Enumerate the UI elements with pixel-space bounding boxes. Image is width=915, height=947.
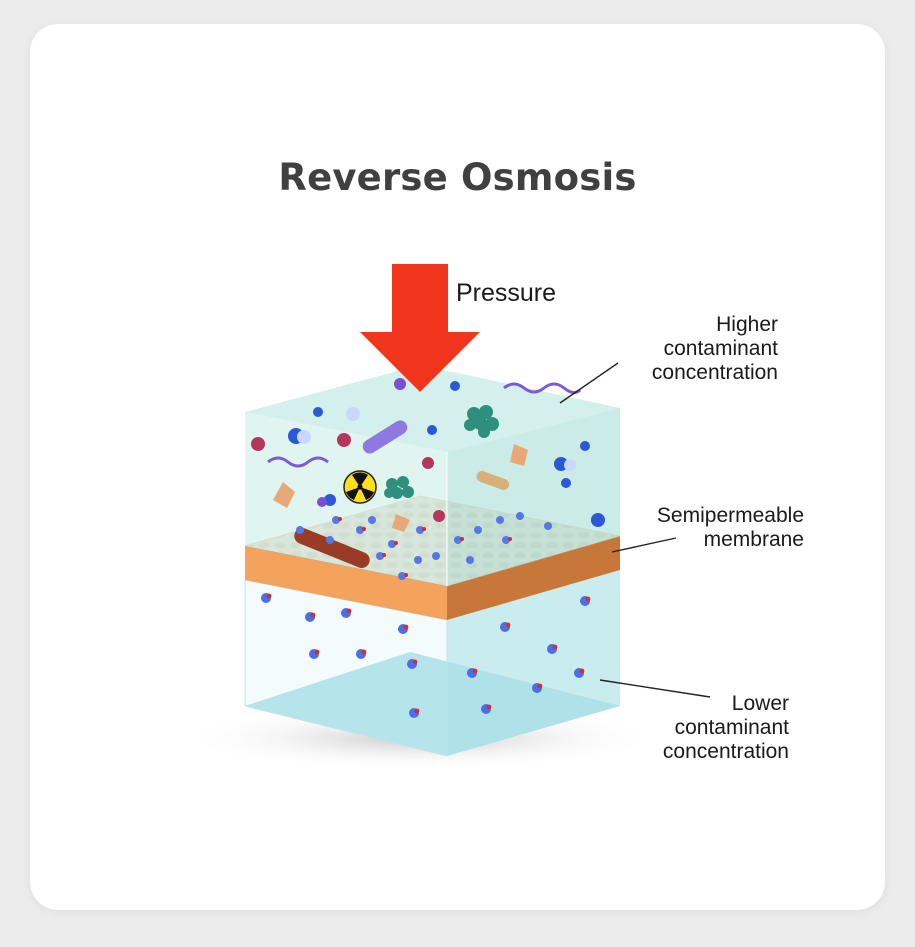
lower-line-3: concentration bbox=[662, 740, 789, 763]
diagram-title: Reverse Osmosis bbox=[278, 156, 637, 199]
leader-lines bbox=[559, 362, 711, 698]
higher-line-1: Higher bbox=[716, 313, 778, 336]
lower-line-2: contaminant bbox=[674, 716, 789, 739]
membrane-molecules bbox=[296, 512, 552, 580]
pressure-label: Pressure bbox=[456, 279, 557, 307]
molecules bbox=[251, 378, 605, 527]
lower-line-1: Lower bbox=[731, 692, 789, 715]
pressure-arrow bbox=[360, 264, 480, 392]
semipermeable-membrane-label: Semipermeable membrane bbox=[560, 504, 804, 552]
higher-concentration-label: Higher contaminant concentration bbox=[560, 313, 778, 385]
semi-line-1: Semipermeable bbox=[656, 504, 804, 527]
higher-line-3: concentration bbox=[651, 361, 778, 384]
contaminants bbox=[267, 382, 582, 568]
lower-chamber bbox=[244, 570, 620, 757]
lower-molecules bbox=[261, 593, 591, 718]
semi-line-2: membrane bbox=[703, 528, 804, 551]
lower-concentration-label: Lower contaminant concentration bbox=[560, 692, 789, 764]
higher-line-2: contaminant bbox=[663, 337, 778, 360]
